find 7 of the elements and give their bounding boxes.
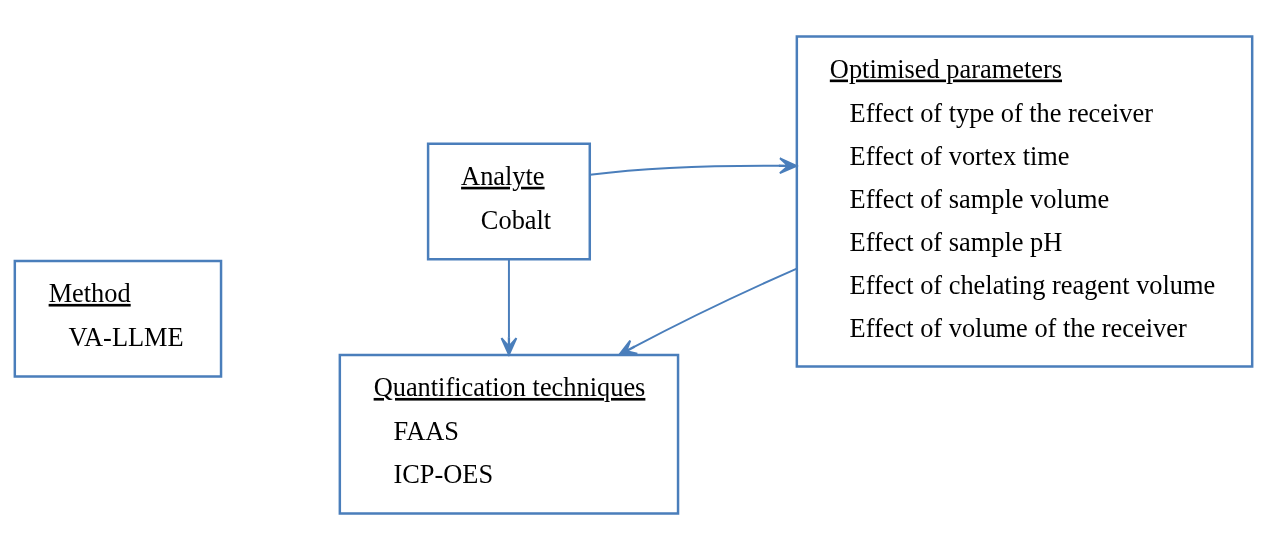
node-box: Method VA-LLME <box>13 259 223 378</box>
node-box: Quantification techniques FAAS ICP-OES <box>338 353 680 515</box>
arrow <box>500 258 518 356</box>
arrow <box>589 156 798 176</box>
node-box: Analyte Cobalt <box>426 142 591 261</box>
arrow <box>618 267 798 356</box>
node-box: Optimised parameters Effect of type of the receiver Effect of vortex time Effect of sample volume Effect of sample pH Effect of chelating reagent volume Effect of volume of the receiver <box>795 34 1254 368</box>
